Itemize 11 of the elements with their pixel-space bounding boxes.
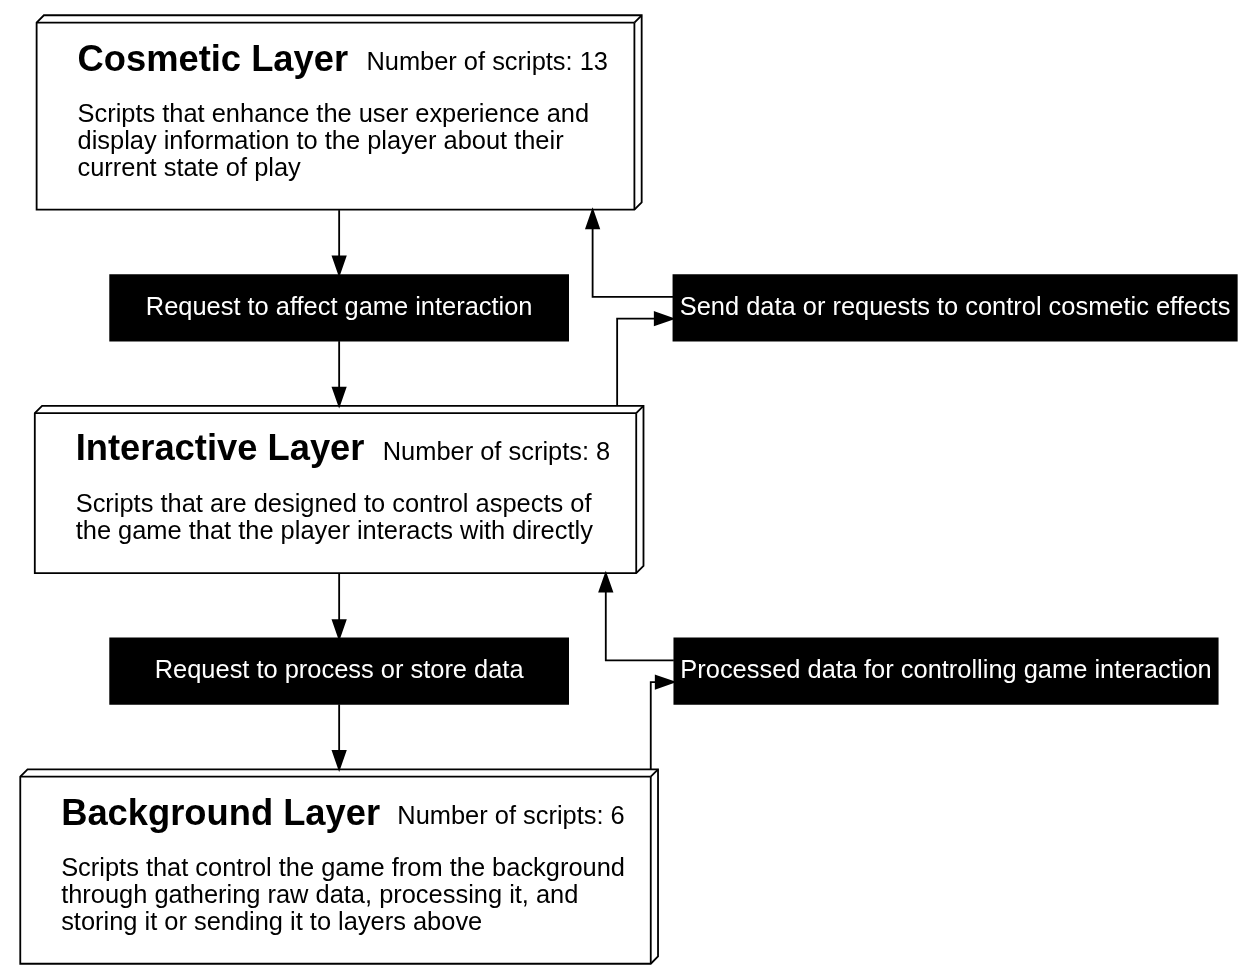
node-box: Request to affect game interaction [109,274,569,342]
node-box: Send data or requests to control cosmetic effects [672,274,1238,342]
arrow [616,311,676,407]
node-box: Request to process or store data [109,637,569,705]
arrow [649,674,677,770]
arrow [331,340,347,409]
arrow [584,207,674,298]
node-box: Processed data for controlling game interaction [673,637,1219,705]
arrow [331,209,347,278]
arrow [598,570,675,662]
arrow [331,703,347,772]
